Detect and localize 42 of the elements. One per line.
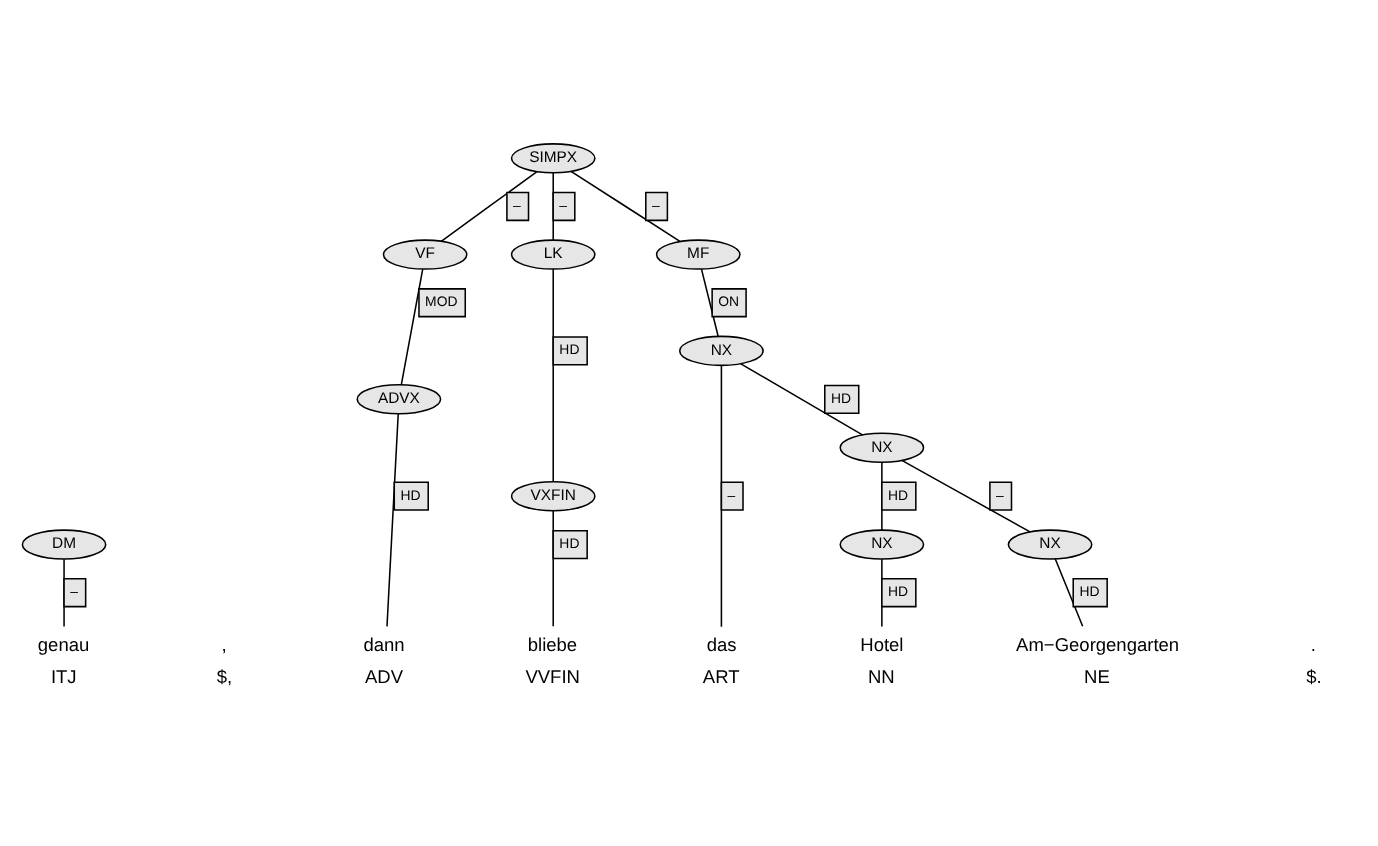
node-ellipse: MF <box>655 238 741 269</box>
connector <box>700 267 719 337</box>
node-label: NE <box>1084 666 1110 687</box>
connector <box>552 508 554 627</box>
node-text: genau <box>37 633 90 654</box>
node-label: ADV <box>364 666 404 687</box>
node-ellipse: NX <box>1007 528 1093 559</box>
node-ellipse: NX <box>678 334 764 366</box>
node-label: $, <box>216 666 233 687</box>
connector <box>881 557 883 627</box>
connector <box>1054 556 1084 626</box>
node-label: ART <box>702 666 740 687</box>
connector <box>901 458 1031 532</box>
connector <box>881 460 883 530</box>
connector <box>440 169 538 242</box>
node-label: VVFIN <box>525 666 580 687</box>
node-text: . <box>1310 633 1317 654</box>
connector <box>552 171 554 240</box>
node-ellipse: VF <box>382 238 468 269</box>
connector <box>720 364 723 627</box>
node-text: bliebe <box>527 633 578 654</box>
connector <box>570 169 682 242</box>
node-ellipse: NX <box>839 431 925 462</box>
node-text: das <box>706 633 737 654</box>
connector <box>386 411 399 627</box>
node-text: Am−Georgengarten <box>1016 633 1180 654</box>
node-text: dann <box>363 633 405 654</box>
node-ellipse: ADVX <box>356 383 442 414</box>
connector <box>739 361 864 435</box>
node-text: Hotel <box>860 633 904 654</box>
node-label: $. <box>1306 666 1322 687</box>
node-ellipse: SIMPX <box>510 142 596 173</box>
node-text: , <box>221 633 227 654</box>
node-label: ITJ <box>50 666 77 687</box>
connector <box>552 267 554 482</box>
node-ellipse: NX <box>839 528 925 559</box>
node-ellipse: VXFIN <box>510 479 596 511</box>
node-ellipse: DM <box>21 528 107 559</box>
connector <box>400 267 424 385</box>
connector <box>63 557 65 627</box>
node-label: NN <box>868 666 895 687</box>
node-ellipse: LK <box>510 238 596 269</box>
